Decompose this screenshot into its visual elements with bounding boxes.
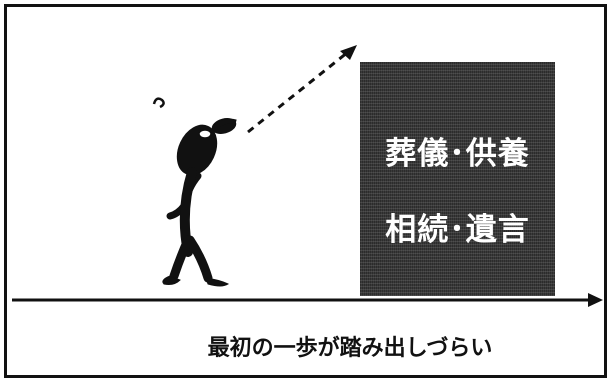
thinking-figure-icon [152,97,237,287]
dashed-arrow-head [340,45,357,60]
timeline-arrow-head [588,293,603,307]
diagram-caption: 最初の一歩が踏み出しづらい [207,336,493,361]
topics-block: 葬儀･供養 相続･遺言 [360,62,555,296]
dashed-gaze-arrow [247,50,349,134]
block-label-funeral: 葬儀･供養 [385,136,530,172]
block-label-inheritance: 相続･遺言 [385,212,530,248]
